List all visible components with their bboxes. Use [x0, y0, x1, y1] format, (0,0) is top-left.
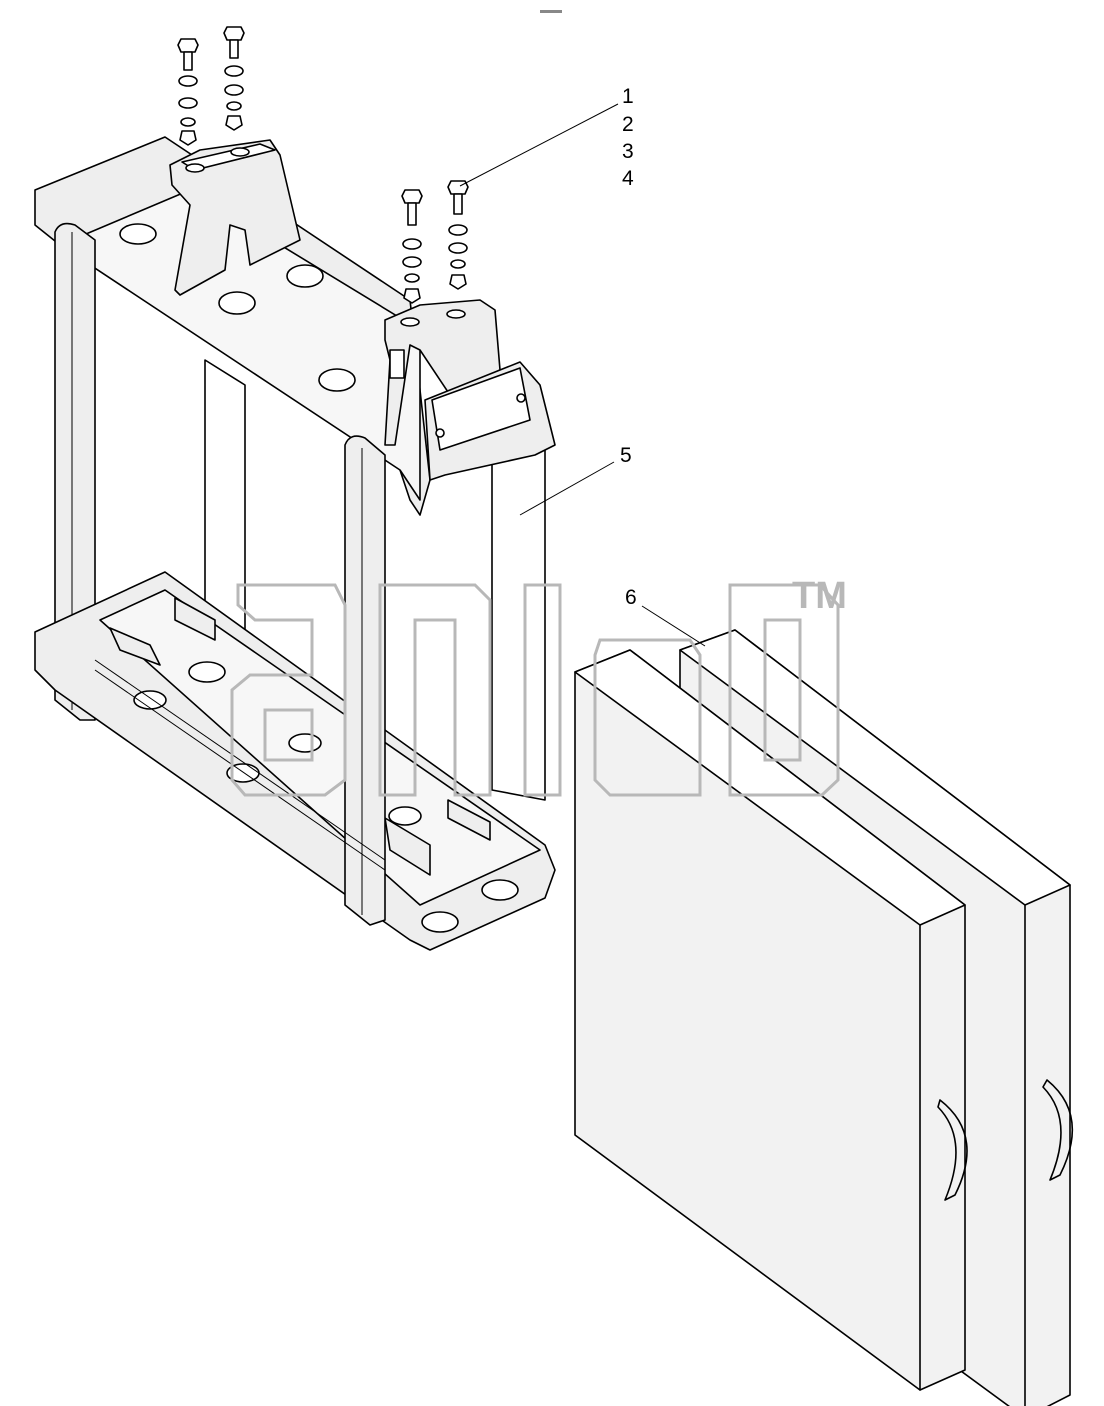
callout-5: 5 — [620, 444, 632, 467]
fastener-stack-d — [447, 180, 469, 290]
callout-2: 2 — [622, 113, 634, 136]
top-mark — [540, 10, 562, 13]
mounting-bracket-left — [169, 139, 301, 296]
callout-1: 1 — [622, 85, 634, 108]
callout-labels: 1 2 3 4 5 6 — [620, 85, 637, 609]
mounting-bracket-right — [384, 299, 556, 481]
weight-plate-front — [574, 649, 968, 1391]
weight-frame — [34, 136, 556, 951]
watermark-logo: TM — [230, 575, 847, 797]
fastener-stack-a — [177, 38, 199, 146]
fastener-stack-b — [223, 26, 245, 131]
callout-6: 6 — [625, 586, 637, 609]
callout-4: 4 — [622, 167, 634, 190]
watermark-tm: TM — [792, 575, 847, 617]
fastener-stack-c — [401, 189, 423, 304]
callout-3: 3 — [622, 140, 634, 163]
callout-leaders — [459, 103, 706, 647]
